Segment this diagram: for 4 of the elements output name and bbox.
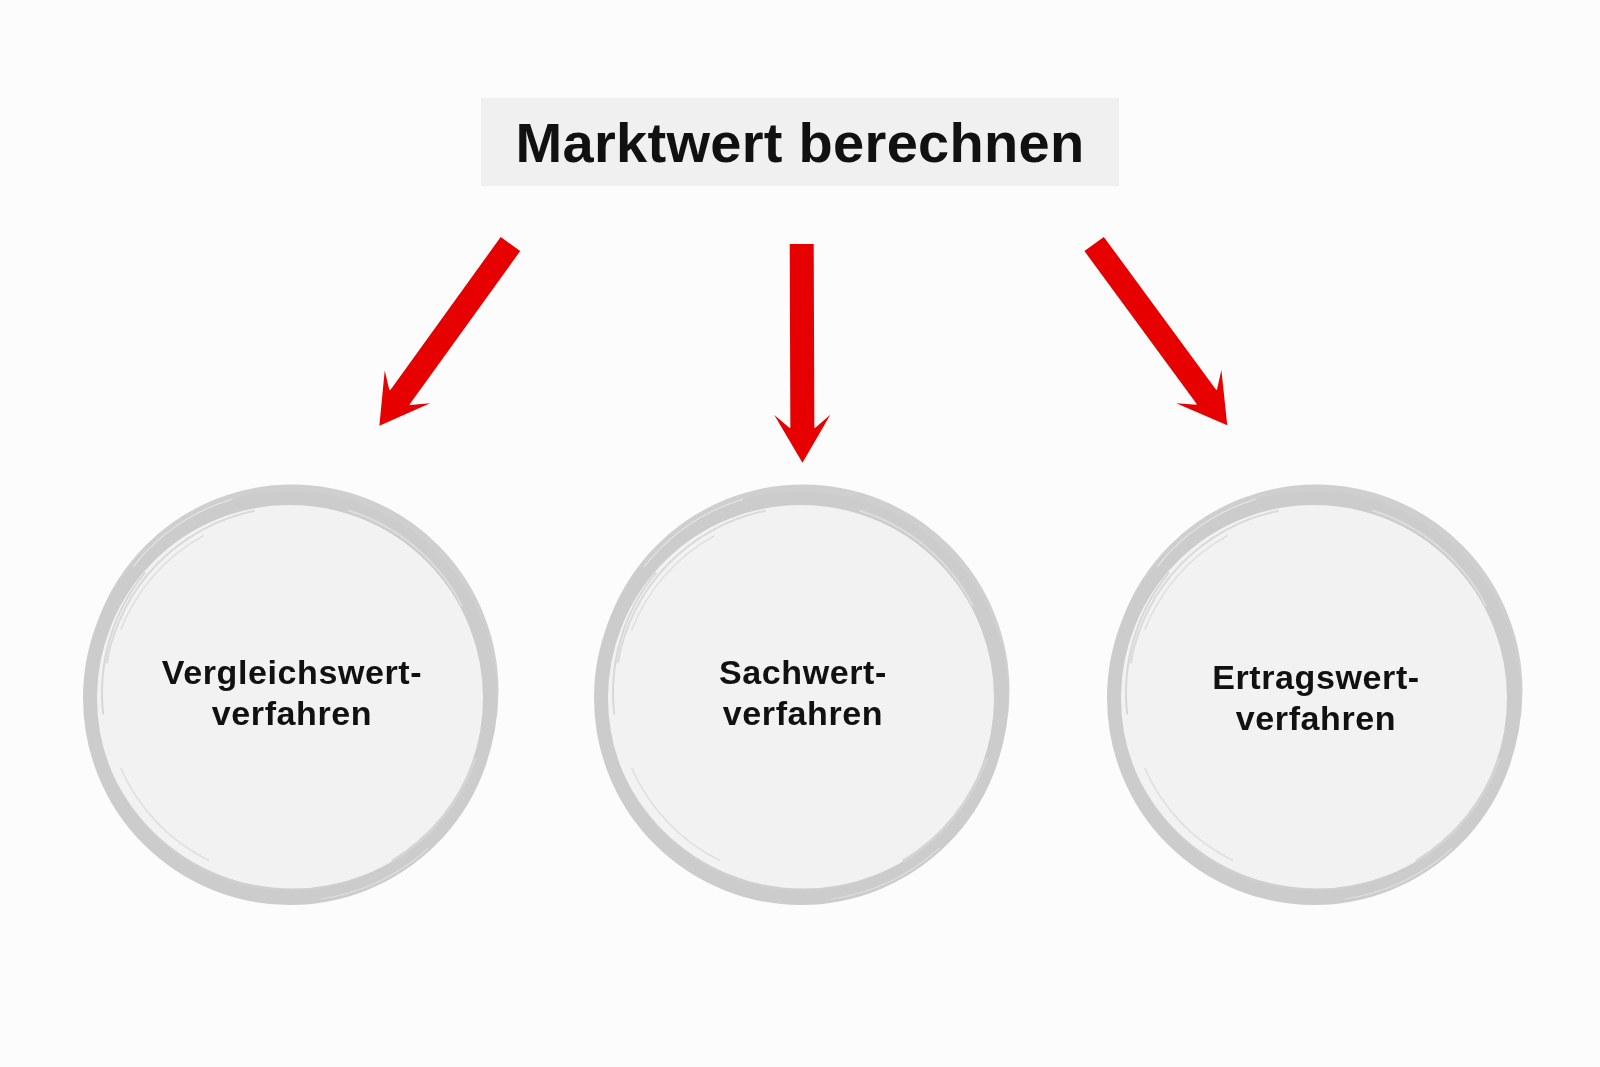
node-label: Vergleichswert- verfahren xyxy=(160,651,424,734)
node-label: Sachwert- verfahren xyxy=(718,651,888,734)
title-text: Marktwert berechnen xyxy=(515,109,1085,175)
node-label: Ertragswert- verfahren xyxy=(1211,656,1421,739)
